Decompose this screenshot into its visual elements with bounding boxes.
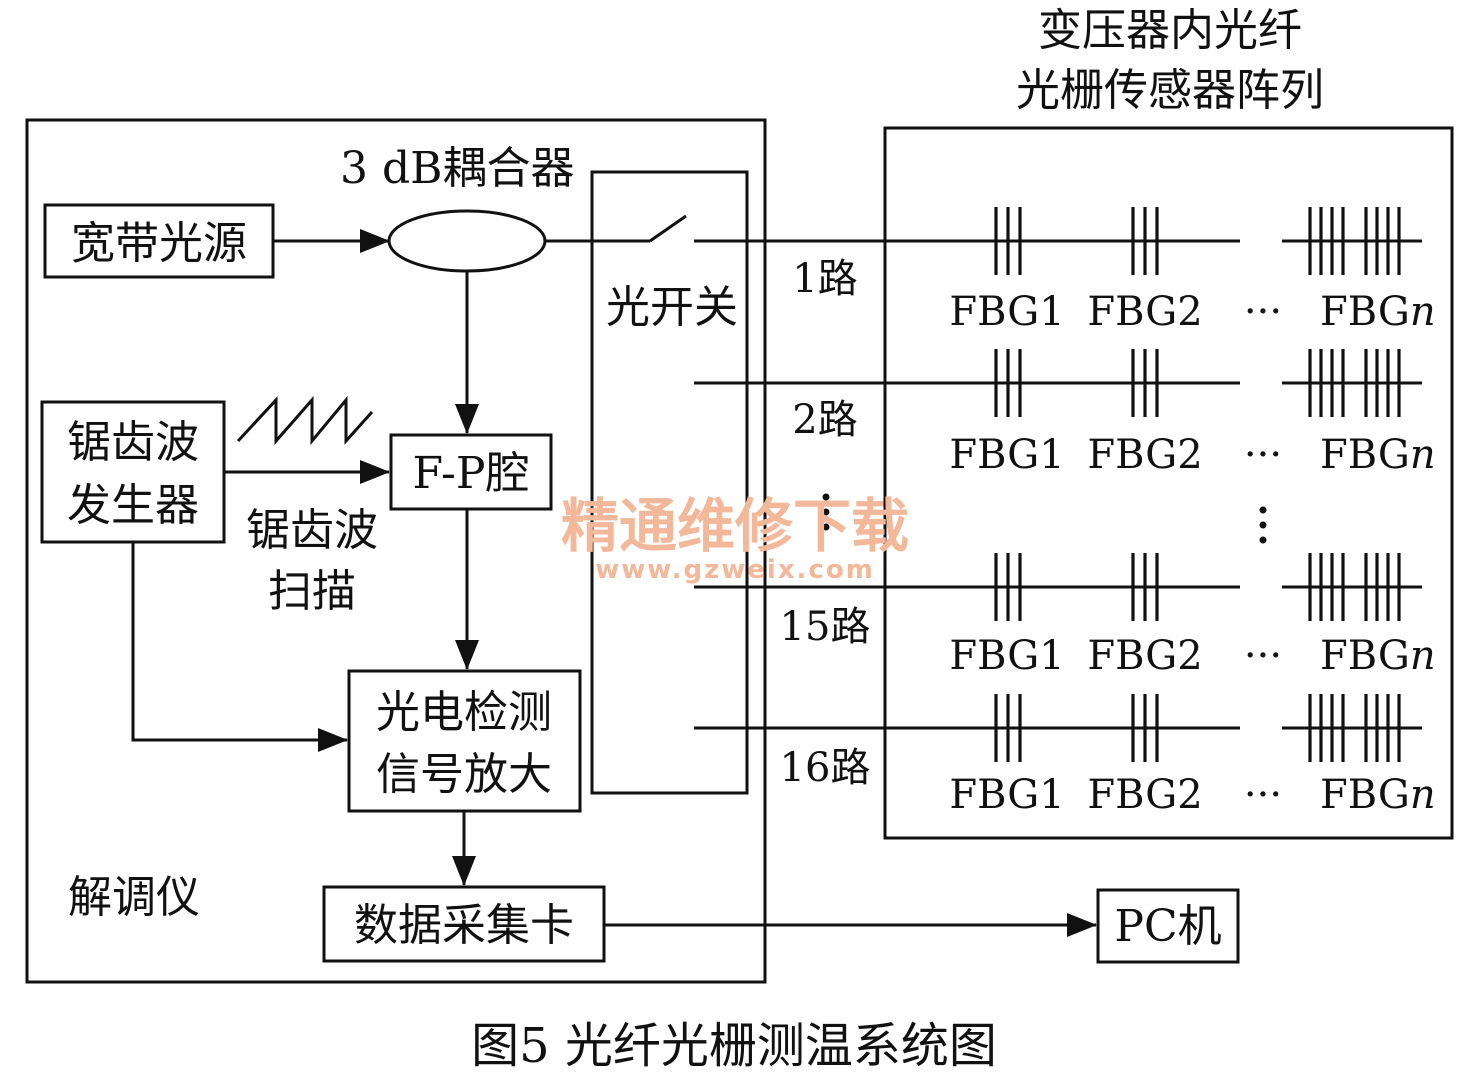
fbg1-label: FBG1: [949, 633, 1064, 679]
array-title-line2: 光栅传感器阵列: [1016, 65, 1324, 116]
fp-cavity-label: F-P腔: [412, 448, 529, 499]
optical-switch-box: [590, 170, 749, 795]
fbg2-label: FBG2: [1087, 289, 1202, 335]
sawtooth-scan-line2: 扫描: [268, 566, 356, 617]
watermark-url: www.gzweix.com: [595, 555, 875, 585]
channel-label: 1路: [792, 256, 857, 302]
demodulator-label: 解调仪: [68, 872, 200, 923]
fbg-ellipsis: ···: [1244, 289, 1282, 335]
fbgn-suffix: n: [1410, 633, 1436, 679]
sawtooth-waveform-icon: [236, 395, 374, 446]
fbg-ellipsis: ···: [1244, 772, 1282, 818]
fbgn-label: FBGn: [1320, 633, 1436, 679]
fbgn-label: FBGn: [1320, 432, 1436, 478]
channel-label: 16路: [780, 745, 871, 791]
switch-blade: [649, 214, 687, 243]
figure-caption: 图5 光纤光栅测温系统图: [471, 1018, 997, 1074]
sawtooth-scan-line1: 锯齿波: [246, 505, 378, 556]
demodulator-box: [25, 118, 767, 984]
fp-cavity-box: [389, 433, 553, 511]
sawtooth-generator-line2: 发生器: [67, 480, 199, 531]
sawtooth-to-detector-line: [131, 542, 348, 752]
fbgn-suffix: n: [1410, 772, 1436, 818]
fbg1-label: FBG1: [949, 289, 1064, 335]
broadband-source-label: 宽带光源: [71, 218, 247, 269]
fbgn-suffix: n: [1410, 289, 1436, 335]
fbg2-label: FBG2: [1087, 772, 1202, 818]
daq-card-label: 数据采集卡: [354, 900, 574, 951]
fbg-ellipsis: ···: [1244, 432, 1282, 478]
fbg-ellipsis: ···: [1244, 633, 1282, 679]
array-title-line1: 变压器内光纤: [1038, 5, 1302, 56]
sawtooth-generator-line1: 锯齿波: [67, 417, 199, 468]
fbg2-label: FBG2: [1087, 633, 1202, 679]
sensor-array-box: [883, 126, 1454, 840]
photo-detector-line1: 光电检测: [376, 687, 552, 738]
fbgn-suffix: n: [1410, 432, 1436, 478]
fbgn-label: FBGn: [1320, 772, 1436, 818]
channel-label: 2路: [792, 397, 857, 443]
coupler-ellipse: [387, 209, 547, 273]
coupler-label: 3 dB耦合器: [340, 143, 574, 194]
pc-label: PC机: [1114, 901, 1221, 952]
watermark-cn: 精通维修下载: [561, 492, 909, 560]
fbg1-label: FBG1: [949, 432, 1064, 478]
fbg2-label: FBG2: [1087, 432, 1202, 478]
fbgn-label: FBGn: [1320, 289, 1436, 335]
channel-label: 15路: [780, 604, 871, 650]
pc-box: [1096, 888, 1240, 964]
fbg1-label: FBG1: [949, 772, 1064, 818]
optical-switch-label: 光开关: [606, 282, 738, 333]
channel-vertical-ellipsis: [822, 493, 1267, 544]
photo-detector-line2: 信号放大: [376, 749, 552, 800]
